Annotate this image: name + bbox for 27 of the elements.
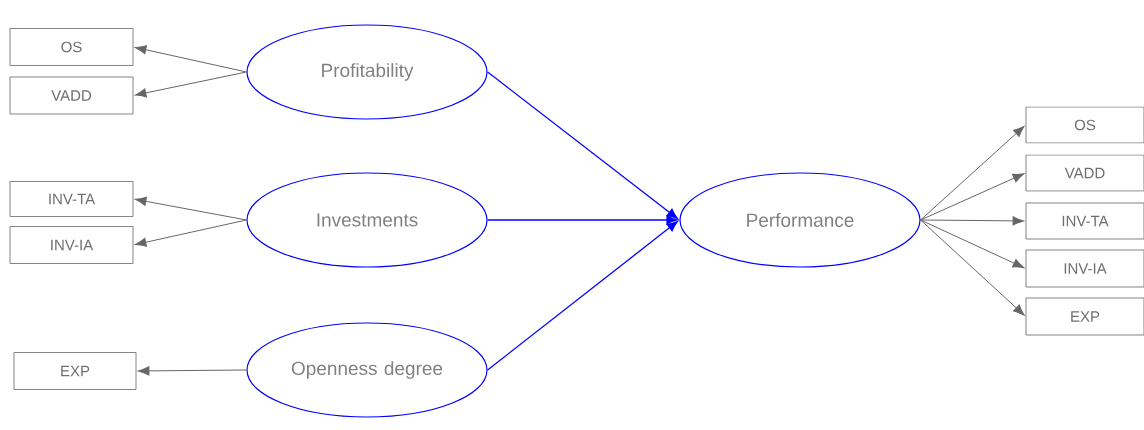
indicator-box: INV-IA <box>9 226 134 264</box>
indicator-box: OS <box>9 28 134 66</box>
arrow <box>134 196 247 221</box>
arrow <box>920 219 1025 269</box>
arrow <box>137 366 247 376</box>
indicator-box: EXP <box>1025 297 1144 336</box>
arrow <box>486 71 678 220</box>
arrow <box>920 216 1025 226</box>
arrow <box>920 219 1025 316</box>
arrow <box>920 125 1025 221</box>
indicator-box: INV-IA <box>1025 249 1144 288</box>
indicator-box: INV-TA <box>1025 202 1144 240</box>
arrow <box>920 173 1025 221</box>
indicator-box: VADD <box>1025 154 1144 192</box>
indicator-box: INV-TA <box>9 181 134 217</box>
indicator-box: EXP <box>13 352 137 390</box>
arrow <box>134 71 247 98</box>
ellipse-node: Performance <box>679 172 921 268</box>
indicator-box: OS <box>1025 106 1144 144</box>
ellipse-node: Openness degree <box>246 322 488 418</box>
arrow <box>486 215 678 225</box>
indicator-box: VADD <box>9 76 134 115</box>
arrow <box>486 220 678 371</box>
arrow <box>134 45 247 73</box>
ellipse-node: Profitability <box>246 24 488 120</box>
ellipse-node: Investments <box>246 172 488 268</box>
arrow <box>134 219 247 247</box>
